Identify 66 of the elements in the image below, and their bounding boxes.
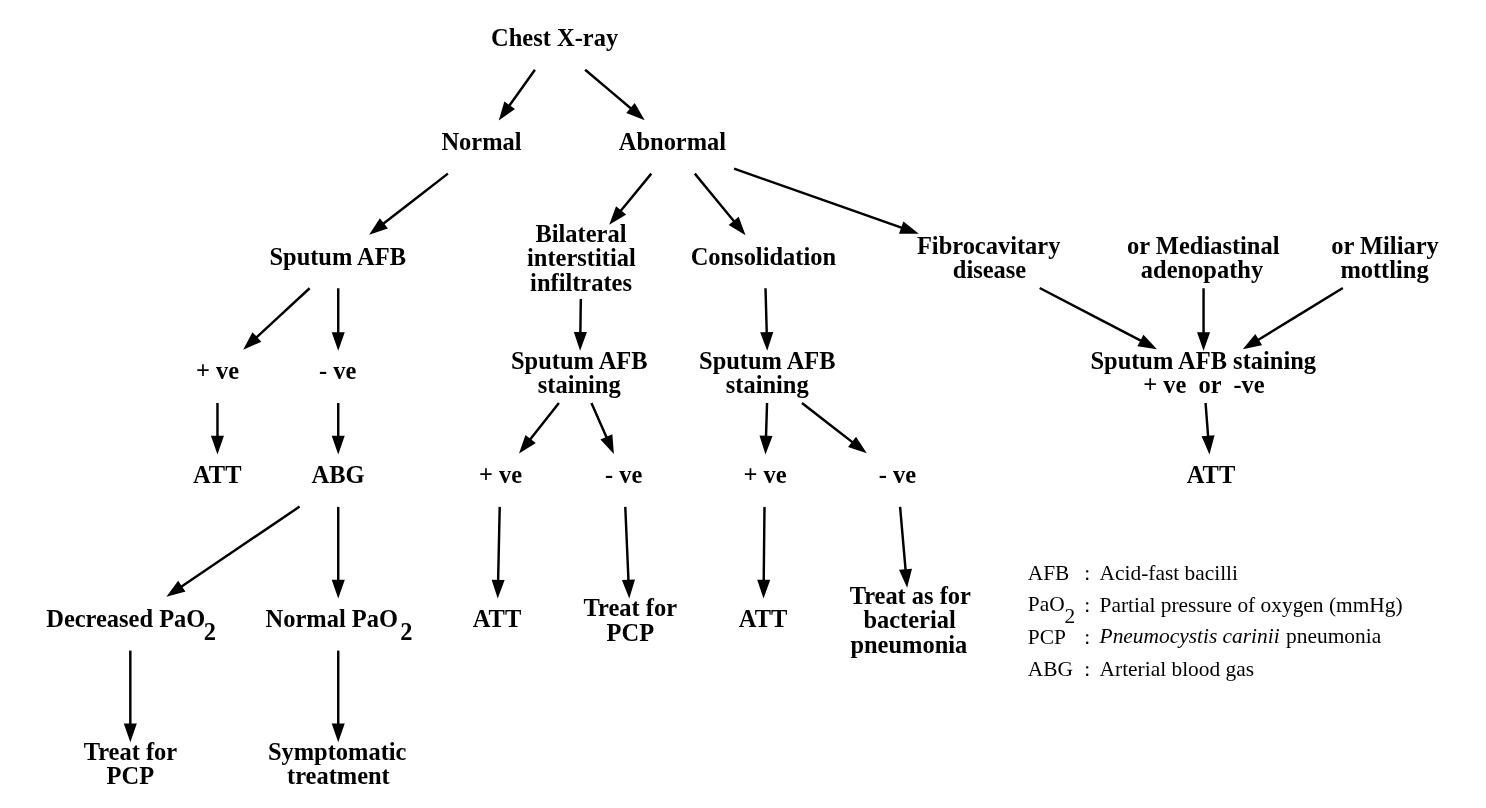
node-text: ATT [738, 604, 788, 632]
arrow [166, 505, 301, 597]
node-text: Treat for PCP [583, 594, 678, 646]
node-text: Sputum AFB staining + ve or -ve [1090, 346, 1317, 398]
arrow [1242, 286, 1344, 350]
arrow [1201, 402, 1215, 455]
arrow [498, 69, 536, 121]
node-text: ATT [472, 604, 522, 632]
arrow [210, 403, 224, 455]
node-text: ABG [311, 461, 365, 489]
node-text: Bilateral interstitial infiltrates [527, 219, 636, 296]
node-text: or Mediastinal adenopathy [1127, 231, 1280, 284]
arrow [243, 287, 311, 350]
arrow [491, 506, 505, 599]
label: : [1084, 657, 1091, 682]
label: Partial pressure of oxygen (mmHg) [1099, 593, 1403, 618]
label: Pneumocystis carinii pneumonia [1099, 623, 1382, 648]
label: : [1084, 561, 1091, 586]
node-text: Treat for PCP [83, 737, 178, 790]
node-text: Sputum AFB staining [699, 346, 836, 398]
arrow [1197, 288, 1211, 351]
arrow [573, 298, 587, 351]
node-text: - ve [605, 461, 643, 489]
label: Acid-fast bacilli [1099, 561, 1239, 586]
arrow [760, 288, 774, 351]
arrow [331, 403, 345, 455]
arrow [1039, 286, 1157, 350]
node-text: - ve [878, 461, 917, 489]
node-text: + ve [196, 357, 240, 385]
node-text: Abnormal [618, 127, 727, 155]
node-text: Fibrocavitary disease [916, 231, 1061, 284]
arrow [123, 650, 137, 743]
node-text: + ve [478, 461, 523, 489]
label: AFB [1027, 561, 1070, 586]
label: : [1084, 625, 1091, 650]
node-text: Chest X-ray [491, 23, 619, 51]
node-text: Normal [441, 127, 522, 155]
arrow [621, 506, 635, 599]
arrow [369, 172, 449, 235]
arrow [759, 402, 773, 455]
node-text: Sputum AFB [269, 242, 407, 270]
node-text: Consolidation [690, 242, 837, 270]
arrow [331, 650, 345, 743]
arrow [733, 167, 919, 234]
label: PCP [1027, 625, 1066, 650]
node-text: + ve [743, 461, 787, 489]
label: : [1084, 593, 1091, 618]
arrow [590, 402, 614, 455]
arrow [757, 506, 771, 599]
arrow [898, 506, 913, 588]
node-text: Symptomatic treatment [267, 737, 407, 790]
arrow [331, 288, 345, 351]
node-text: ATT [1186, 461, 1236, 489]
node-text: Sputum AFB staining [511, 346, 648, 398]
arrow [801, 402, 867, 454]
arrow [519, 402, 560, 454]
label: Arterial blood gas [1099, 657, 1255, 682]
arrow [693, 172, 746, 236]
arrow [609, 172, 653, 225]
node-text: - ve [319, 357, 357, 385]
node-text: or Miliary mottling [1331, 231, 1439, 284]
node-text: Treat as for bacterial pneumonia [849, 581, 971, 658]
label: ABG [1027, 657, 1073, 682]
arrow [331, 506, 345, 599]
arrow [584, 68, 645, 121]
node-text: ATT [193, 461, 242, 489]
